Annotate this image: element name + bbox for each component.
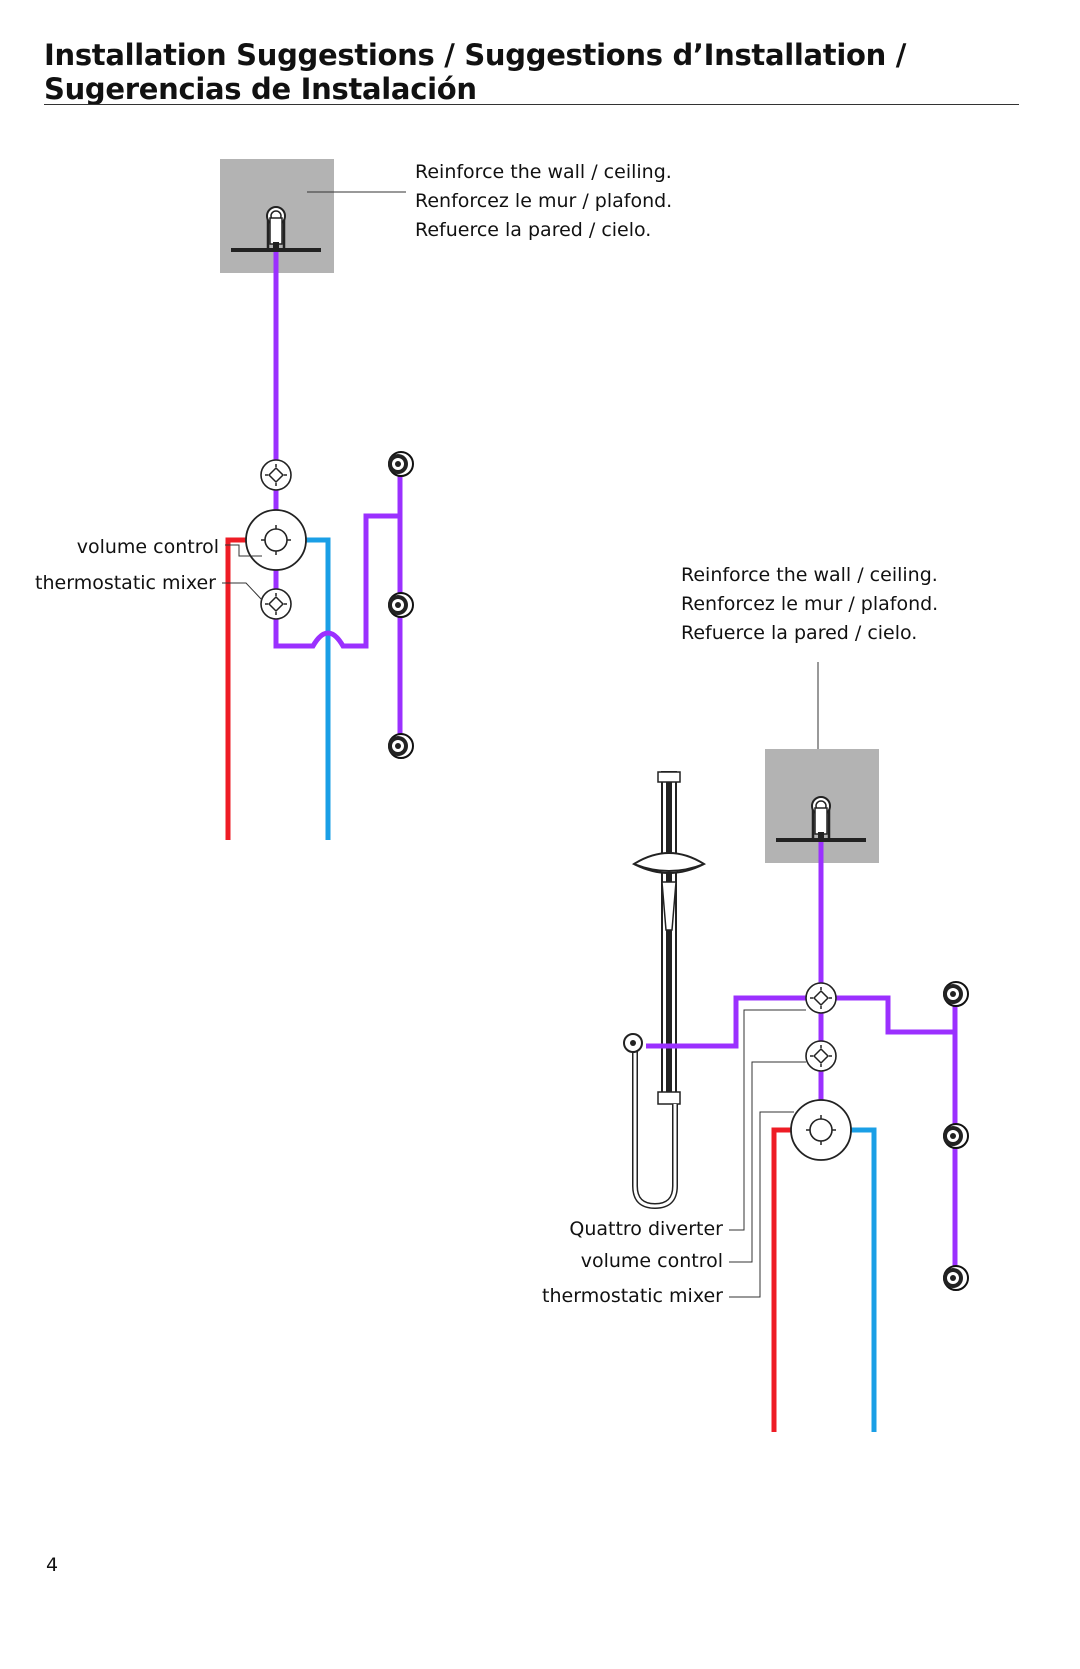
reinforce-note-fr: Renforcez le mur / plafond. bbox=[415, 190, 672, 212]
body-jet-icon bbox=[387, 733, 414, 759]
reinforce-note: Reinforce the wall / ceiling. Renforcez … bbox=[415, 161, 678, 241]
label-volume-control: volume control bbox=[581, 1250, 723, 1272]
leader-quattro-diverter bbox=[729, 1009, 806, 1231]
reinforce-note: Reinforce the wall / ceiling. Renforcez … bbox=[681, 564, 944, 644]
lower-trim-valve bbox=[260, 588, 292, 620]
reinforce-note-es: Refuerce la pared / cielo. bbox=[681, 622, 917, 644]
page-title: Installation Suggestions / Suggestions d… bbox=[44, 38, 1020, 106]
wall-outlet-icon bbox=[623, 1033, 643, 1053]
title-underline bbox=[44, 104, 1019, 105]
volume-control-valve bbox=[805, 1040, 837, 1072]
leader-thermostatic-mixer bbox=[729, 1111, 794, 1298]
page-number: 4 bbox=[46, 1554, 59, 1576]
reinforce-note-en: Reinforce the wall / ceiling. bbox=[415, 161, 672, 183]
cold-water-pipe bbox=[846, 1127, 877, 1432]
mixed-water-pipe-to-body-jets bbox=[836, 995, 955, 1035]
thermostatic-mixer-valve bbox=[790, 1099, 852, 1161]
diagram-2: Reinforce the wall / ceiling. Renforcez … bbox=[542, 564, 969, 1432]
hot-water-pipe bbox=[771, 1127, 800, 1432]
body-jet-icon bbox=[942, 1265, 969, 1291]
label-thermostatic-mixer: thermostatic mixer bbox=[542, 1285, 723, 1307]
cold-water-pipe bbox=[290, 537, 331, 840]
shower-hose-inner bbox=[633, 1047, 677, 1208]
leader-volume-control bbox=[729, 1061, 806, 1263]
volume-control-valve bbox=[260, 459, 292, 491]
page-title-line-1: Installation Suggestions / Suggestions d… bbox=[44, 38, 907, 72]
hand-shower-rail bbox=[657, 771, 681, 1105]
label-volume-control: volume control bbox=[77, 536, 219, 558]
quattro-diverter-valve bbox=[805, 982, 837, 1014]
mixed-water-pipe-crossover bbox=[273, 513, 400, 649]
hand-shower-icon bbox=[631, 852, 707, 931]
body-jet-icon bbox=[387, 592, 414, 618]
reinforce-note-es: Refuerce la pared / cielo. bbox=[415, 219, 651, 241]
leader-thermostatic-mixer bbox=[222, 582, 263, 601]
hot-water-pipe bbox=[225, 537, 262, 840]
diagram-1: Reinforce the wall / ceiling. Renforcez … bbox=[35, 159, 678, 840]
leader-volume-control bbox=[225, 544, 262, 557]
reinforce-note-en: Reinforce the wall / ceiling. bbox=[681, 564, 938, 586]
body-jet-icon bbox=[942, 1123, 969, 1149]
reinforce-note-fr: Renforcez le mur / plafond. bbox=[681, 593, 938, 615]
body-jet-icon bbox=[387, 451, 414, 477]
mixed-water-pipe-to-hand-shower bbox=[646, 995, 806, 1049]
page-title-line-2: Sugerencias de Instalación bbox=[44, 72, 477, 106]
thermostatic-mixer-valve bbox=[245, 509, 307, 571]
label-thermostatic-mixer: thermostatic mixer bbox=[35, 572, 216, 594]
label-quattro-diverter: Quattro diverter bbox=[569, 1218, 723, 1240]
body-jet-icon bbox=[942, 981, 969, 1007]
